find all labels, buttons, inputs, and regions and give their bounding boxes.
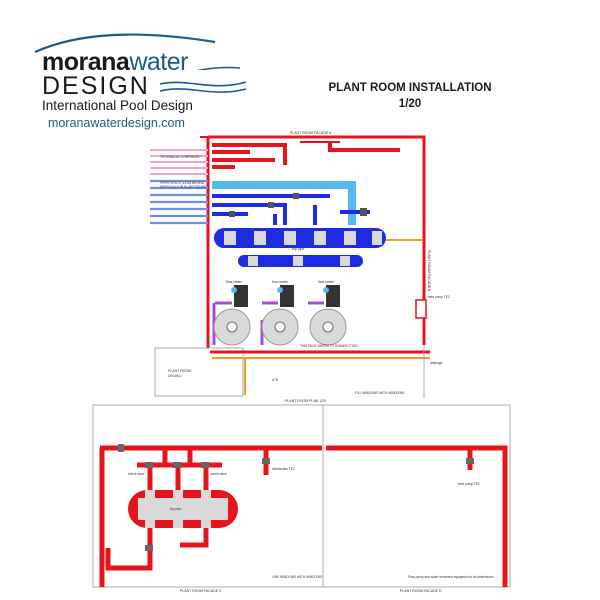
facade-d-label: PLANT ROOM FACADE D xyxy=(400,589,442,593)
red-note-plan: FILL WINDOWS WITH WINDOWS xyxy=(355,391,404,395)
check-valve-label-2: check valve xyxy=(210,472,227,476)
drawing-title: PLANT ROOM INSTALLATION xyxy=(328,82,492,94)
company-logo: moranawater DESIGN International Pool De… xyxy=(30,30,260,130)
facade-a-label: PLANT ROOM FACADE A xyxy=(290,131,332,135)
tech-corridor-label: TECHNICAL CORRIDOR xyxy=(160,155,200,159)
disinfection-label: disinfection TEC xyxy=(272,467,296,471)
plan-title-label: PLANT ROOM PLAN 1/20 xyxy=(285,399,326,403)
plan-wall-opening xyxy=(415,299,427,319)
sand-filters xyxy=(213,308,347,346)
facade-c-label: PLANT ROOM FACADE C xyxy=(180,589,222,593)
facade-b-label: PLANT ROOM FACADE B xyxy=(427,250,431,292)
facade-d-valve xyxy=(466,458,474,464)
tech-corridor-lines xyxy=(150,149,208,175)
plan-manifold-lower xyxy=(238,255,363,267)
facade-c-valves xyxy=(118,444,270,551)
plant-room-box xyxy=(154,347,244,397)
check-valve-label-1: check valve xyxy=(128,472,145,476)
pump-group xyxy=(231,285,340,307)
orange-pipes-lower xyxy=(212,357,430,395)
drainage-label: drainage xyxy=(430,361,443,365)
black-note-facade-d: Flow pump and water treatment equipment … xyxy=(408,575,494,579)
logo-brand-name: moranawater xyxy=(42,48,188,76)
plan-valves xyxy=(229,193,367,217)
logo-tagline: International Pool Design xyxy=(42,98,193,113)
facade-d-pipes xyxy=(326,445,508,587)
manifold-label: top pipe xyxy=(292,247,305,251)
facade-c-manifold xyxy=(128,490,238,528)
logo-brand-design: DESIGN xyxy=(42,72,150,100)
plan-d75-label: d75 xyxy=(272,378,278,382)
flow-meter-label-1: flow meter xyxy=(226,280,243,284)
pipes-note-1: PIPES SPACE (LEAN BEHIND xyxy=(160,181,205,185)
red-note-top: THIS PAGE WATER TO DISINFECTION xyxy=(300,344,358,348)
plan-manifold xyxy=(214,228,386,248)
flow-meter-label-2: flow meter xyxy=(272,280,289,284)
pipe-space-lines xyxy=(150,179,208,225)
facade-c-manifold-label: top pipe xyxy=(170,507,182,511)
dark-blue-pipes xyxy=(212,194,370,225)
logo-url: moranawaterdesign.com xyxy=(48,116,185,130)
plant-room-sub: ON WALL xyxy=(168,374,182,378)
logo-wave-lines xyxy=(159,81,247,93)
plan-walls xyxy=(206,135,426,350)
plan-red-pipes xyxy=(212,141,400,169)
facade-frame xyxy=(92,404,511,588)
plant-room-label: PLANT ROOM xyxy=(168,369,191,373)
logo-wave-graphic xyxy=(34,33,241,70)
pipes-note-2: VERTICALLY IN PLANT ROOM) xyxy=(160,185,206,189)
drawing-scale: 1/20 xyxy=(398,98,422,110)
flow-meter-label-3: flow meter xyxy=(318,280,335,284)
red-note-facade-c: LINE WINDOWS WITH WINDOWS xyxy=(272,575,322,579)
feed-pump-label-plan: feed pump TEC xyxy=(428,295,451,299)
feed-pump-label: feed pump TEC xyxy=(458,482,481,486)
